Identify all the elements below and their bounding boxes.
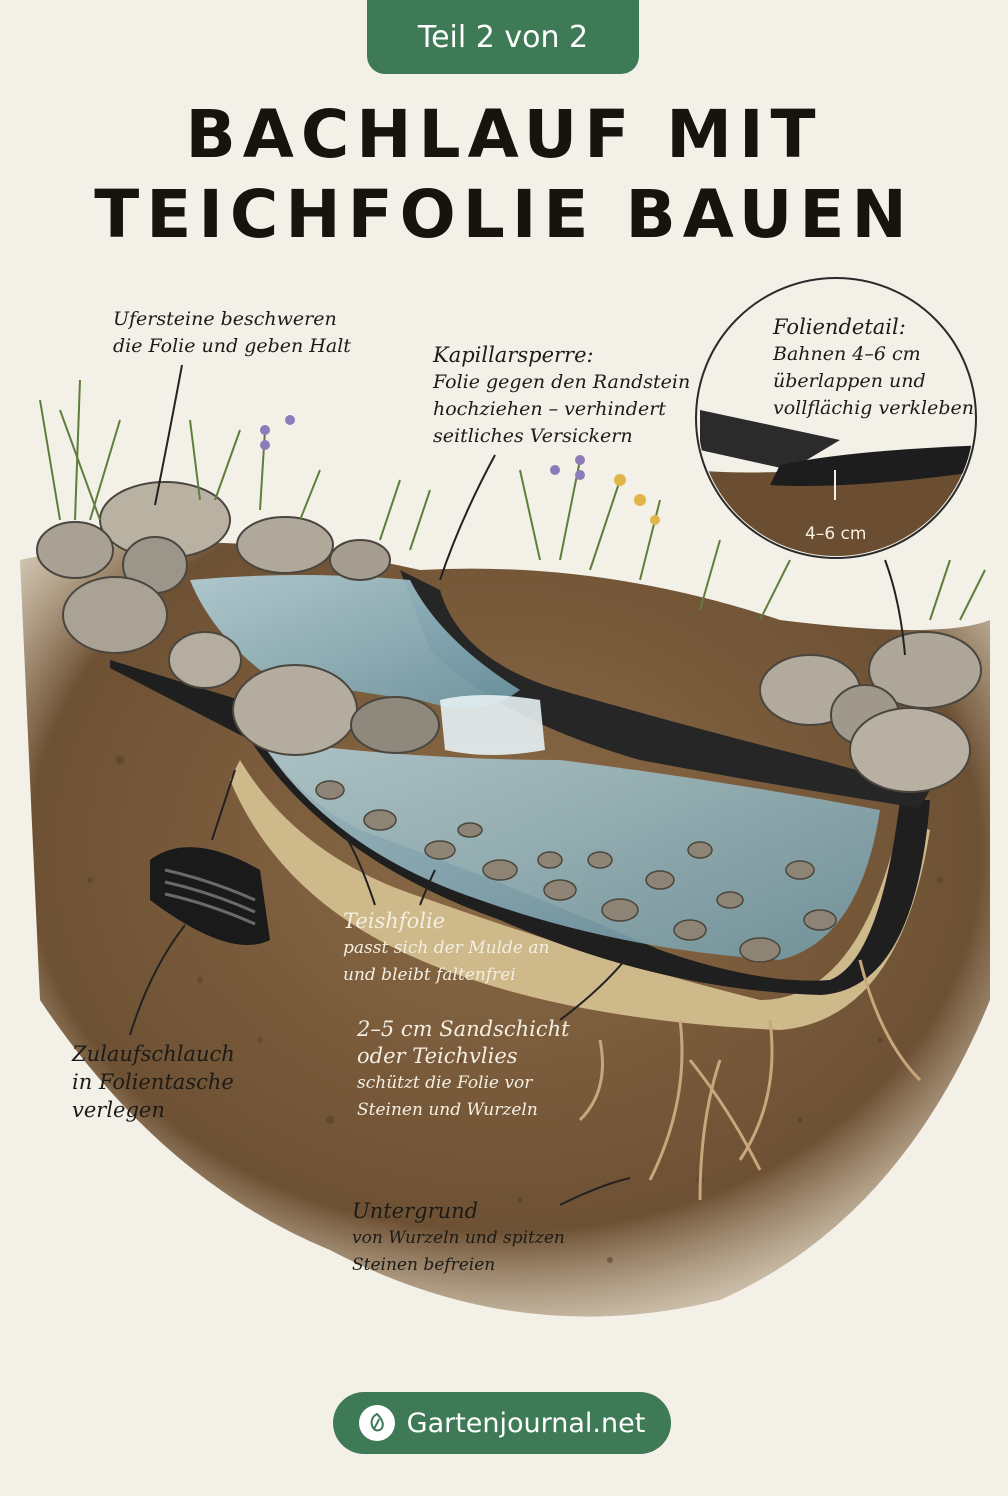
sandschicht-line-2: Steinen und Wurzeln <box>357 1100 538 1120</box>
annotation-arrows <box>129 364 906 1206</box>
foliendetail-line-3: vollflächig verkleben <box>773 397 975 419</box>
ufersteine-line-2: die Folie und geben Halt <box>113 335 351 357</box>
leaf-logo-icon <box>358 1405 395 1441</box>
foliendetail-head: Foliendetail: <box>773 315 906 339</box>
teichfolie-line-2: und bleibt faltenfrei <box>343 965 516 985</box>
waterfall <box>440 695 545 755</box>
zulauf-line-2: in Folientasche <box>72 1070 234 1094</box>
annotation-untergrund: Untergrund von Wurzeln und spitzen Stein… <box>352 1198 565 1279</box>
annotation-ufersteine: Ufersteine beschweren die Folie und gebe… <box>113 306 351 360</box>
gravel-bed <box>315 780 837 963</box>
brand-pill[interactable]: Gartenjournal.net <box>333 1392 671 1454</box>
sand-layer <box>230 760 930 1030</box>
sandschicht-head-2: oder Teichvlies <box>357 1044 518 1068</box>
stream-water-upper <box>190 575 520 708</box>
annotation-foliendetail: Foliendetail: Bahnen 4–6 cm überlappen u… <box>773 314 974 422</box>
annotation-teichfolie: Teishfolie passt sich der Mulde an und b… <box>343 908 549 989</box>
foliendetail-line-2: überlappen und <box>773 370 926 392</box>
lavender-flowers <box>260 415 585 480</box>
untergrund-head: Untergrund <box>352 1199 479 1223</box>
page-title-line-1: BACHLAUF MIT <box>185 96 823 173</box>
teichfolie-head: Teishfolie <box>343 909 446 933</box>
foliendetail-line-1: Bahnen 4–6 cm <box>773 343 921 365</box>
bank-boulders <box>36 481 982 793</box>
kapillarsperre-head: Kapillarsperre: <box>433 343 594 367</box>
yellow-flowers <box>614 474 660 525</box>
annotation-sandschicht: 2–5 cm Sandschicht oder Teichvlies schüt… <box>357 1016 570 1124</box>
part-badge: Teil 2 von 2 <box>367 0 639 74</box>
untergrund-line-2: Steinen befreien <box>352 1255 496 1275</box>
soil-roots <box>578 959 922 1201</box>
brand-name: Gartenjournal.net <box>406 1407 646 1439</box>
kapillarsperre-line-2: hochziehen – verhindert <box>433 398 666 420</box>
untergrund-line-1: von Wurzeln und spitzen <box>352 1228 565 1248</box>
sandschicht-head-1: 2–5 cm Sandschicht <box>357 1017 570 1041</box>
ufersteine-line-1: Ufersteine beschweren <box>113 308 337 330</box>
zulauf-line-1: Zulaufschlauch <box>72 1042 235 1066</box>
kapillarsperre-line-3: seitliches Versickern <box>433 425 633 447</box>
pond-liner <box>110 660 930 995</box>
annotation-kapillarsperre: Kapillarsperre: Folie gegen den Randstei… <box>433 342 690 450</box>
liner-overlap-detail <box>698 410 974 556</box>
overlap-measure-label: 4–6 cm <box>805 524 867 544</box>
teichfolie-line-1: passt sich der Mulde an <box>343 938 550 958</box>
sandschicht-line-1: schützt die Folie vor <box>357 1073 533 1093</box>
inlet-hose <box>164 868 256 926</box>
zulauf-line-3: verlegen <box>72 1098 165 1122</box>
kapillarsperre-line-1: Folie gegen den Randstein <box>433 371 691 393</box>
soil-speckles <box>87 756 943 1263</box>
annotation-zulauf: Zulaufschlauch in Folientasche verlegen <box>72 1040 235 1124</box>
page-title-line-2: TEICHFOLIE BAUEN <box>94 176 914 253</box>
